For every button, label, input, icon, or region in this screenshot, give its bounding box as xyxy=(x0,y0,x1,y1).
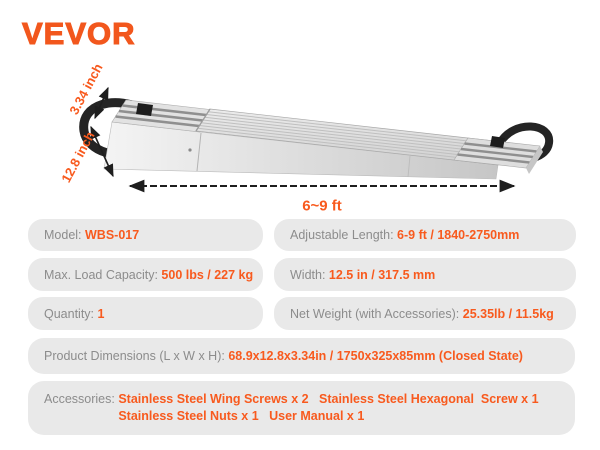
spec-value: 6-9 ft / 1840-2750mm xyxy=(397,228,520,242)
right-strap-mount xyxy=(490,136,505,148)
width-arrow-icon xyxy=(90,125,114,178)
spec-value: 500 lbs / 227 kg xyxy=(161,267,254,282)
spec-value: 1 xyxy=(97,306,105,321)
spec-label: Max. Load Capacity: xyxy=(44,267,162,282)
spec-value: WBS-017 xyxy=(85,228,140,242)
spec-net-weight: Net Weight (with Accessories): 25.35lb /… xyxy=(274,297,576,330)
spec-label: Net Weight (with Accessories): xyxy=(290,306,463,321)
spec-value: 25.35lb / 11.5kg xyxy=(462,306,554,321)
telescoping-plank-render xyxy=(79,86,554,193)
length-dimension-label: 6~9 ft xyxy=(302,197,342,215)
spec-label: Accessories: xyxy=(44,392,119,406)
spec-value: Stainless Steel Wing Screws x 2 Stainles… xyxy=(118,392,539,423)
spec-product-dimensions: Product Dimensions (L x W x H): 68.9x12.… xyxy=(28,338,575,374)
height-arrow-icon xyxy=(94,86,109,120)
spec-max-load: Max. Load Capacity: 500 lbs / 227 kg xyxy=(28,258,263,291)
spec-label: Product Dimensions (L x W x H): xyxy=(44,349,229,363)
spec-quantity: Quantity: 1 xyxy=(28,297,263,330)
left-strap-mount xyxy=(136,103,153,116)
spec-value: 12.5 in / 317.5 mm xyxy=(328,267,436,282)
spec-label: Adjustable Length: xyxy=(290,228,398,242)
spec-width: Width: 12.5 in / 317.5 mm xyxy=(274,258,576,291)
spec-label: Model: xyxy=(44,228,85,242)
spec-label: Width: xyxy=(290,267,329,282)
spec-accessories: Accessories: Stainless Steel Wing Screws… xyxy=(28,381,575,435)
spec-adjustable-length: Adjustable Length: 6-9 ft / 1840-2750mm xyxy=(274,219,576,251)
brand-logo: VEVOR xyxy=(21,15,136,51)
spec-model: Model: WBS-017 xyxy=(28,219,263,251)
spec-label: Quantity: xyxy=(44,306,98,321)
plank-right-end-cap xyxy=(526,146,543,174)
spec-value: 68.9x12.8x3.34in / 1750x325x85mm (Closed… xyxy=(228,349,523,363)
